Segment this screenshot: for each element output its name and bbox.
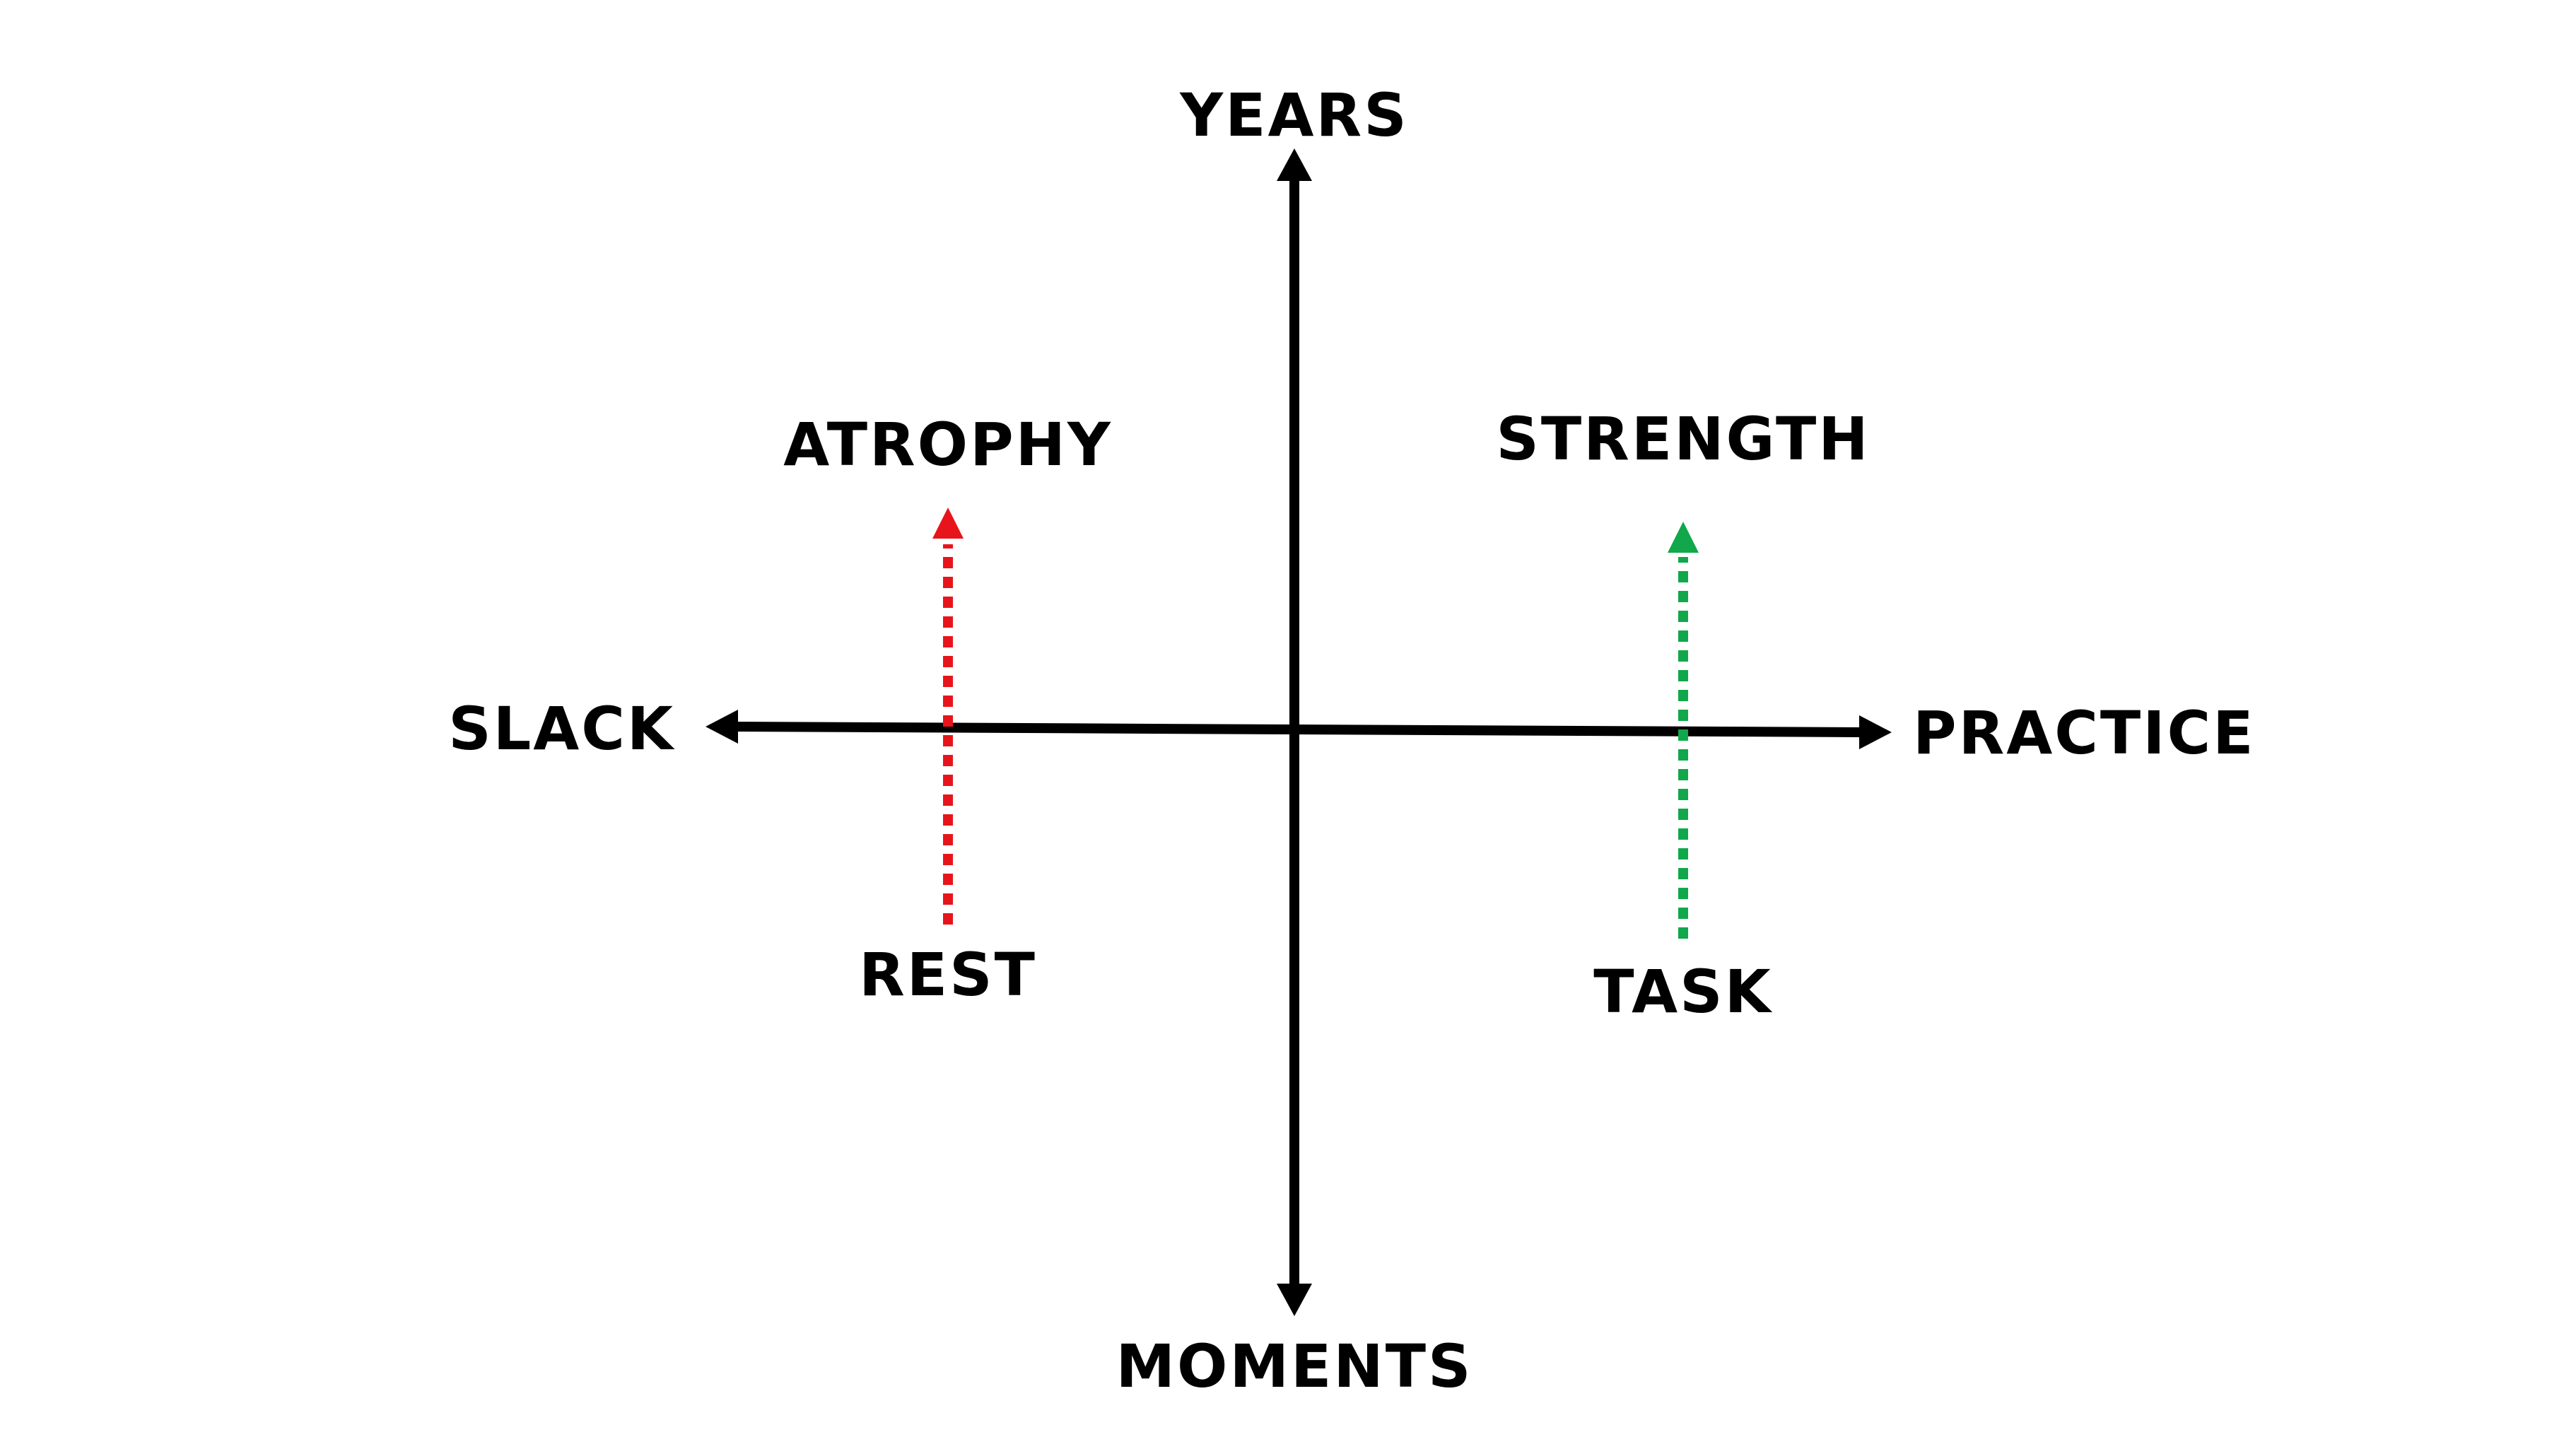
label-strength: STRENGTH	[1496, 404, 1870, 474]
vertical-axis-bottom-arrowhead	[1277, 1284, 1312, 1316]
axis-label-practice: PRACTICE	[1913, 698, 2255, 768]
atrophy-arrowhead	[932, 508, 964, 539]
horizontal-axis-right-arrowhead	[1859, 715, 1892, 749]
axis-label-slack: SLACK	[448, 694, 675, 763]
horizontal-axis-left-arrowhead	[706, 710, 738, 744]
axis-label-years: YEARS	[1179, 81, 1408, 150]
label-rest: REST	[859, 940, 1037, 1009]
strength-arrowhead	[1668, 522, 1699, 553]
horizontal-axis-line	[734, 722, 1861, 737]
label-atrophy: ATROPHY	[783, 410, 1113, 479]
vertical-axis-top-arrowhead	[1277, 148, 1312, 181]
label-task: TASK	[1593, 957, 1772, 1026]
axis-label-moments: MOMENTS	[1116, 1332, 1473, 1401]
